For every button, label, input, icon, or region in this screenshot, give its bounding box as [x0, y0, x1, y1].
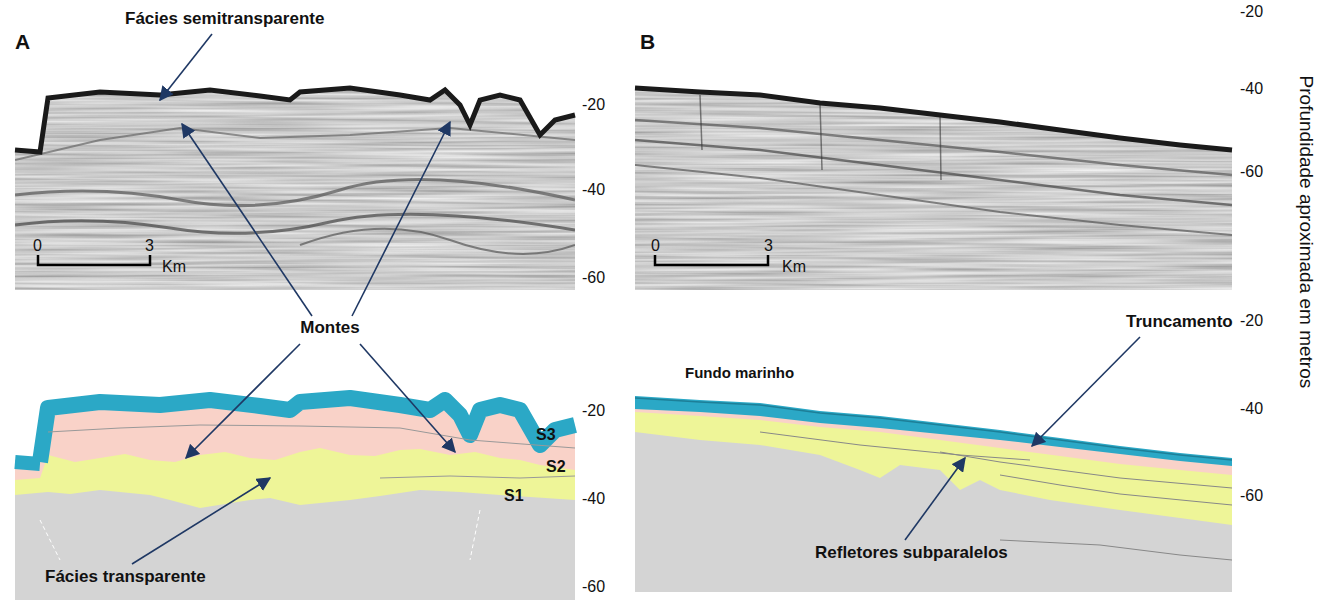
depth-tick: -20 [1240, 312, 1263, 330]
seafloor-reflector [635, 88, 1232, 150]
callout-text: Fundo marinho [685, 364, 794, 381]
depth-tick: -60 [1240, 163, 1263, 181]
surface-label: S3 [536, 426, 556, 444]
depth-tick: -40 [1240, 400, 1263, 418]
scale-bar [38, 255, 150, 265]
callout-text: Truncamento [1126, 312, 1233, 332]
seismic-profile-b [635, 80, 1232, 290]
seafloor-reflector [15, 88, 575, 152]
callout-text: Refletores subparalelos [815, 543, 1008, 563]
interpretation-a [15, 398, 575, 600]
depth-tick: -40 [582, 490, 605, 508]
seismic-profile-a [15, 80, 575, 290]
scale-value: 3 [145, 237, 154, 255]
callout-text: Montes [300, 318, 360, 338]
scale-unit: Km [782, 258, 806, 276]
depth-tick: -20 [582, 402, 605, 420]
surface-label: S2 [546, 458, 566, 476]
depth-tick: -60 [582, 269, 605, 287]
scale-value: 0 [651, 237, 660, 255]
depth-tick: -60 [1240, 487, 1263, 505]
callout-text: Fácies semitransparente [125, 9, 324, 29]
leader-arrows [132, 34, 1140, 564]
depth-tick: -20 [582, 96, 605, 114]
scale-value: 3 [764, 237, 773, 255]
scale-bar [655, 255, 768, 265]
scale-value: 0 [33, 237, 42, 255]
depth-tick: -40 [582, 181, 605, 199]
panel-letter: B [640, 30, 655, 54]
depth-tick: -40 [1240, 80, 1263, 98]
panel-letter: A [15, 30, 30, 54]
depth-tick: -60 [582, 578, 605, 596]
callout-text: Fácies transparente [45, 567, 206, 587]
surface-label: S1 [504, 487, 524, 505]
depth-tick: -20 [1240, 3, 1263, 21]
axis-title: Profundidade aproximada em metros [1295, 76, 1317, 389]
interpretation-b [635, 396, 1232, 592]
scale-unit: Km [162, 258, 186, 276]
